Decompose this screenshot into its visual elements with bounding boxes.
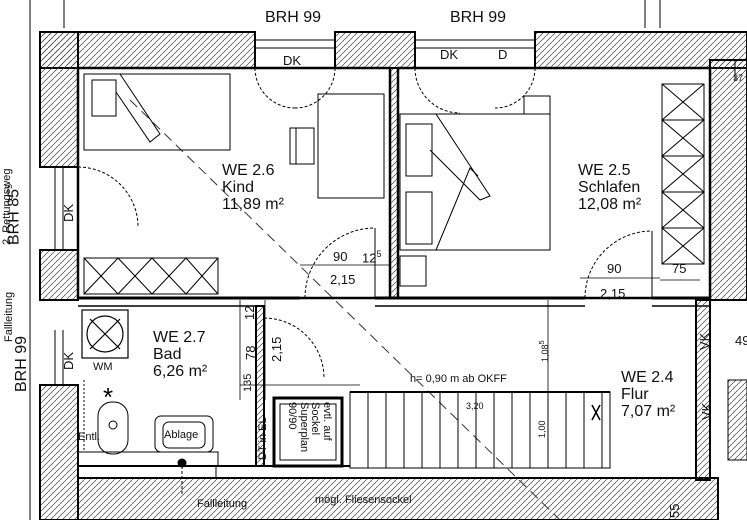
- wardrobe-schlafen: [661, 83, 705, 265]
- dim-135: 135: [242, 373, 254, 392]
- dim-90-left: 90: [333, 249, 348, 264]
- interior-walls: [76, 66, 719, 520]
- dim-55: 55: [667, 503, 682, 518]
- dt-in-el-label: DT in EL: [257, 417, 269, 460]
- dim-49: 49: [735, 333, 747, 348]
- door-dk-top-right: DK: [440, 47, 459, 62]
- outer-wall-left: [39, 31, 79, 520]
- dim-90-right: 90: [607, 261, 622, 276]
- dim-320: 3,20: [466, 401, 484, 411]
- stair-height-note: h= 0,90 m ab OKFF: [410, 373, 507, 385]
- dim-100: 1,00: [537, 420, 547, 438]
- door-swings: [77, 67, 653, 379]
- fliesensockel-label: mögl. Fliesensockel: [315, 494, 412, 506]
- dim-215-vert: 2,15: [269, 336, 284, 362]
- brh-left-lower-label: BRH 99: [13, 335, 30, 392]
- dim-12: 12: [242, 305, 257, 320]
- dim-78: 78: [243, 345, 258, 360]
- entl-label: Entl.: [78, 431, 101, 443]
- washing-machine: [81, 309, 129, 359]
- fallleitung-left-label: Fallleitung: [3, 291, 15, 342]
- brh-top-left-label: BRH 99: [265, 9, 322, 26]
- wm-label: WM: [93, 361, 113, 373]
- door-vk-2: VK: [699, 402, 714, 420]
- desk-kind: [289, 93, 385, 199]
- dim-37: 37: [733, 73, 744, 83]
- diagonal-dashed-line: [129, 99, 561, 520]
- dim-108: 1,085: [537, 340, 550, 362]
- door-dk-bad: DK: [61, 351, 76, 370]
- door-d-top-right: D: [498, 47, 508, 62]
- bed-schlafen: [399, 95, 551, 287]
- bathroom-fixtures: [77, 380, 219, 495]
- bed-kind: [83, 73, 231, 151]
- dim-215-left: 2,15: [330, 272, 356, 287]
- wardrobe-kind: [83, 257, 219, 295]
- outer-wall-right: [644, 0, 747, 461]
- asterisk-symbol: *: [103, 382, 113, 412]
- shower-tray: [272, 396, 344, 468]
- dim-125: 125: [362, 249, 382, 266]
- fallleitung-bottom-label: Fallleitung: [197, 498, 248, 510]
- brh-top-right-label: BRH 99: [450, 9, 507, 26]
- dimension-lines: [239, 264, 700, 468]
- door-vk-1: VK: [697, 332, 712, 350]
- dim-75: 75: [672, 261, 687, 276]
- door-dk-left: DK: [61, 203, 76, 222]
- outer-wall-top: [39, 31, 747, 69]
- rettungsweg-label: 2. Rettungsweg: [1, 168, 13, 245]
- dim-215-right: 2,15: [600, 286, 626, 301]
- door-dk-top-left: DK: [283, 53, 302, 68]
- ablage-label: Ablage: [164, 429, 199, 441]
